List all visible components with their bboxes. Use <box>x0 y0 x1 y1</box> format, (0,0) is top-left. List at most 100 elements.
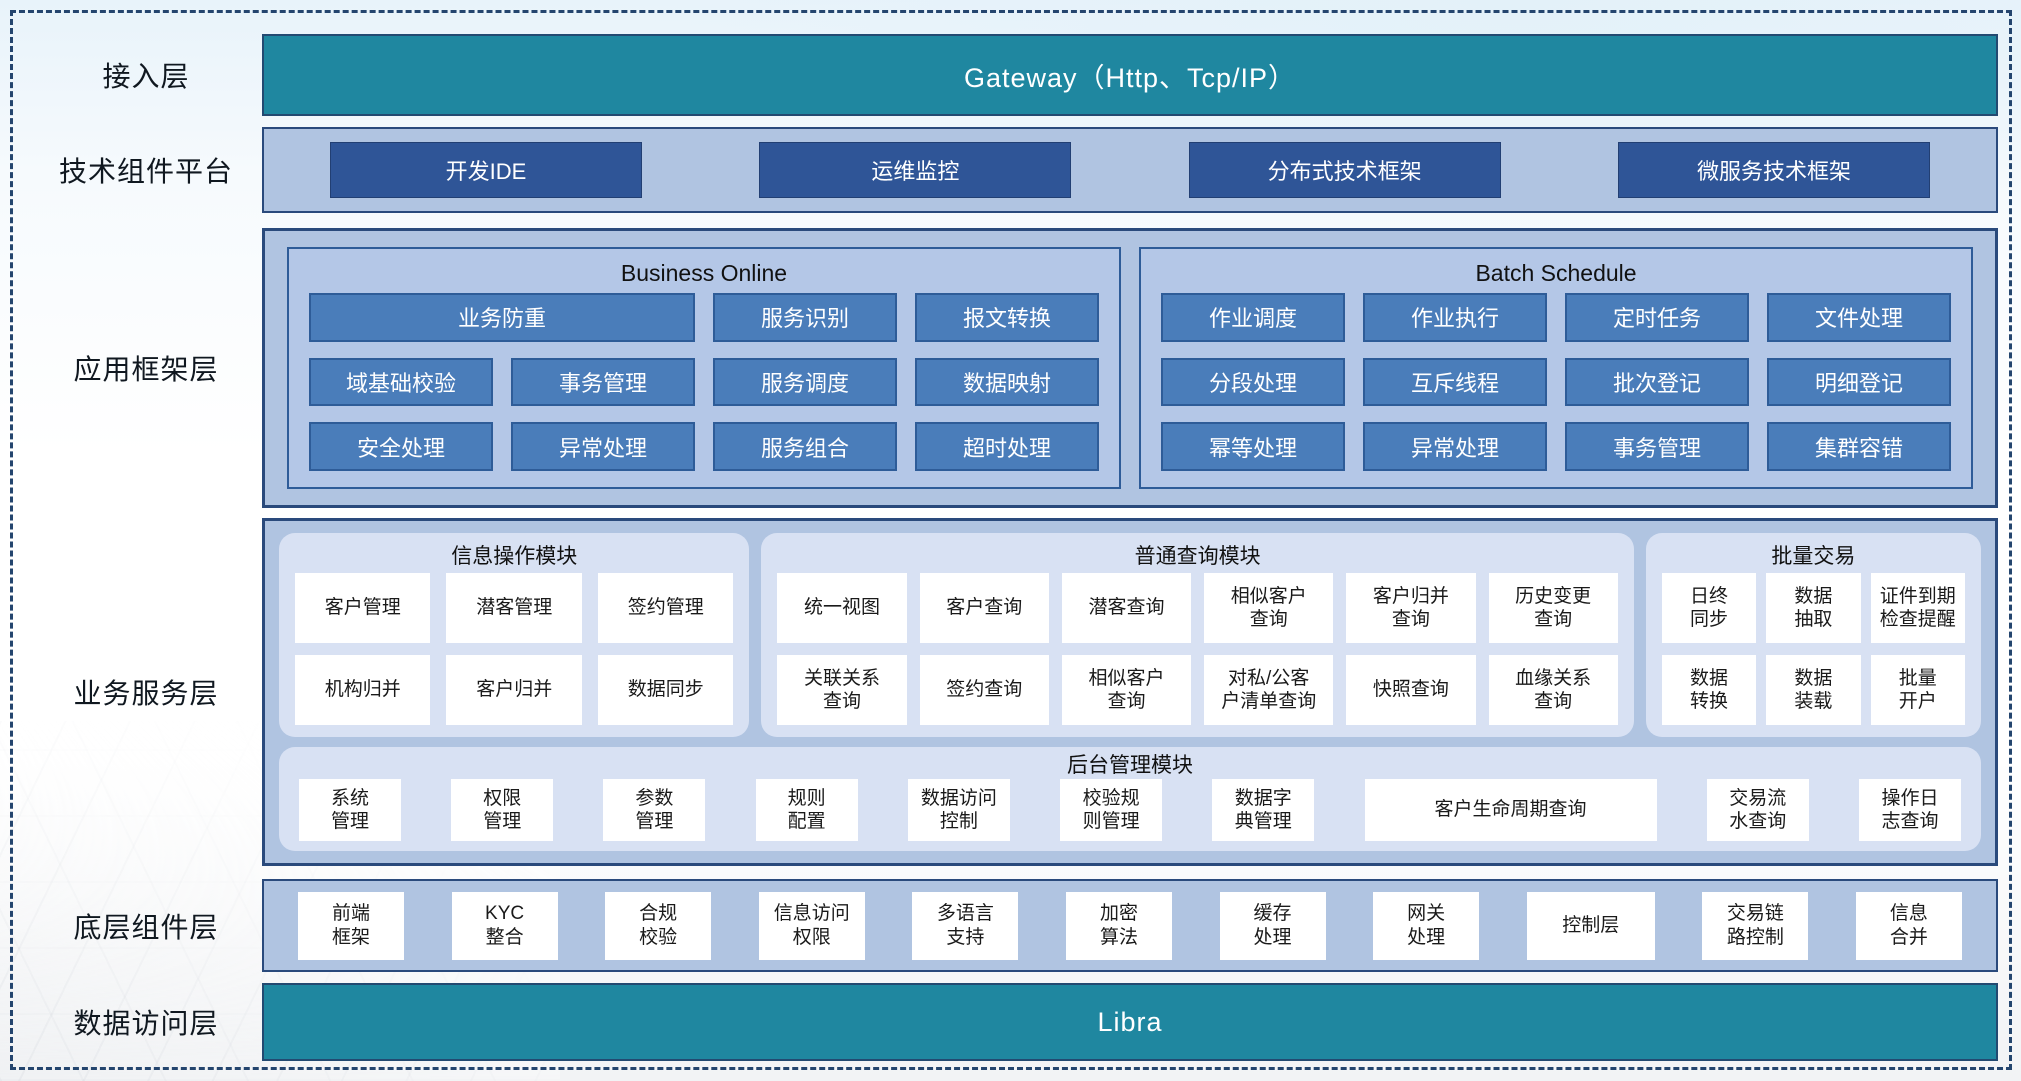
service-chip: 潜客管理 <box>446 573 582 643</box>
fw-chip: 事务管理 <box>511 357 695 407</box>
tech-chip-microservice-framework: 微服务技术框架 <box>1617 142 1930 198</box>
fw-chip: 互斥线程 <box>1363 357 1547 407</box>
fw-chip: 分段处理 <box>1161 357 1345 407</box>
batch-schedule-title: Batch Schedule <box>1475 259 1637 286</box>
fw-chip: 报文转换 <box>915 293 1099 342</box>
fw-chip: 批次登记 <box>1565 357 1749 407</box>
fw-chip: 明细登记 <box>1767 357 1951 407</box>
fw-chip: 超时处理 <box>915 422 1099 471</box>
service-chip: 操作日 志查询 <box>1858 779 1961 841</box>
business-online-title: Business Online <box>620 259 788 286</box>
component-chip: 网关 处理 <box>1373 891 1480 960</box>
fw-chip: 服务组合 <box>713 422 897 471</box>
service-chip: 客户归并 <box>446 655 582 725</box>
fw-chip: 集群容错 <box>1767 422 1951 471</box>
batch-trade-title: 批量交易 <box>1771 545 1856 568</box>
component-chip: KYC 整合 <box>451 891 558 960</box>
component-chip: 缓存 处理 <box>1219 891 1326 960</box>
tech-chip-ops-monitor: 运维监控 <box>759 142 1072 198</box>
fw-chip: 业务防重 <box>309 293 695 342</box>
tech-chip-distributed-framework: 分布式技术框架 <box>1188 142 1501 198</box>
data-access-band: 数据访问层 Libra <box>12 983 1998 1061</box>
gateway-label: Gateway（Http、Tcp/IP） <box>963 62 1297 93</box>
base-components-container: 前端 框架 KYC 整合 合规 校验 信息访问 权限 多语言 支持 加密 算法 … <box>262 879 1998 972</box>
fw-chip: 服务调度 <box>713 357 897 407</box>
admin-module-panel: 后台管理模块 系统 管理 权限 管理 参数 管理 规则 配置 数据访问 控制 校… <box>279 747 1981 851</box>
fw-chip: 定时任务 <box>1565 293 1749 342</box>
service-chip: 客户归并 查询 <box>1346 573 1476 643</box>
batch-trade-panel: 批量交易 日终 同步 数据 抽取 证件到期 检查提醒 数据 转换 数据 装载 批… <box>1645 533 1981 737</box>
service-chip: 数据访问 控制 <box>907 779 1010 841</box>
app-framework-label: 应用框架层 <box>73 354 219 385</box>
access-layer-label: 接入层 <box>102 61 190 92</box>
service-chip: 客户生命周期查询 <box>1364 779 1657 841</box>
service-chip: 客户查询 <box>919 573 1049 643</box>
service-chip: 系统 管理 <box>299 779 401 841</box>
app-framework-band: 应用框架层 Business Online 业务防重 服务识别 报文转换 域基础… <box>12 228 1998 508</box>
common-query-module-panel: 普通查询模块 统一视图 客户查询 潜客查询 相似客户 查询 客户归并 查询 历史… <box>761 533 1634 737</box>
business-services-label: 业务服务层 <box>73 678 219 709</box>
service-chip: 签约查询 <box>919 655 1049 725</box>
fw-chip: 幂等处理 <box>1161 422 1345 471</box>
fw-chip: 文件处理 <box>1767 293 1951 342</box>
component-chip: 多语言 支持 <box>912 891 1019 960</box>
service-chip: 校验规 则管理 <box>1060 779 1163 841</box>
access-layer-band: 接入层 Gateway（Http、Tcp/IP） <box>12 34 1998 116</box>
service-chip: 数据同步 <box>597 655 734 725</box>
service-chip: 权限 管理 <box>451 779 554 841</box>
libra-bar: Libra <box>262 983 1998 1061</box>
component-chip: 交易链 路控制 <box>1702 891 1809 960</box>
business-services-band: 业务服务层 信息操作模块 客户管理 潜客管理 签约管理 机构归并 客户归并 数据… <box>12 518 1998 866</box>
service-chip: 血缘关系 查询 <box>1488 655 1618 725</box>
common-query-module-title: 普通查询模块 <box>1134 545 1261 568</box>
service-chip: 关联关系 查询 <box>777 655 907 725</box>
base-components-band: 底层组件层 前端 框架 KYC 整合 合规 校验 信息访问 权限 多语言 支持 … <box>12 879 1998 972</box>
service-chip: 批量 开户 <box>1870 655 1965 725</box>
service-chip: 签约管理 <box>597 573 734 643</box>
business-services-container: 信息操作模块 客户管理 潜客管理 签约管理 机构归并 客户归并 数据同步 普通查… <box>262 518 1998 866</box>
tech-platform-container: 开发IDE 运维监控 分布式技术框架 微服务技术框架 <box>262 127 1998 213</box>
fw-chip: 事务管理 <box>1565 422 1749 471</box>
service-chip: 数据 装载 <box>1766 655 1861 725</box>
service-chip: 相似客户 查询 <box>1061 655 1192 725</box>
service-chip: 客户管理 <box>295 573 431 643</box>
service-chip: 日终 同步 <box>1661 573 1757 643</box>
info-ops-module-panel: 信息操作模块 客户管理 潜客管理 签约管理 机构归并 客户归并 数据同步 <box>279 533 750 737</box>
info-ops-module-title: 信息操作模块 <box>451 545 578 568</box>
fw-chip: 数据映射 <box>915 357 1099 407</box>
service-chip: 规则 配置 <box>755 779 858 841</box>
fw-chip: 作业调度 <box>1161 293 1345 342</box>
base-components-label: 底层组件层 <box>73 911 219 943</box>
service-chip: 潜客查询 <box>1061 573 1192 643</box>
business-online-panel: Business Online 业务防重 服务识别 报文转换 域基础校验 事务管… <box>287 247 1121 489</box>
component-chip: 信息 合并 <box>1855 891 1962 960</box>
tech-chip-dev-ide: 开发IDE <box>330 142 642 198</box>
fw-chip: 域基础校验 <box>309 357 493 407</box>
service-chip: 证件到期 检查提醒 <box>1870 573 1965 643</box>
component-chip: 前端 框架 <box>298 891 404 960</box>
service-chip: 参数 管理 <box>603 779 706 841</box>
component-chip: 控制层 <box>1526 891 1655 960</box>
service-chip: 统一视图 <box>777 573 907 643</box>
data-access-label: 数据访问层 <box>73 1008 219 1039</box>
component-chip: 信息访问 权限 <box>758 891 865 960</box>
app-framework-container: Business Online 业务防重 服务识别 报文转换 域基础校验 事务管… <box>262 228 1998 508</box>
fw-chip: 异常处理 <box>511 422 695 471</box>
component-chip: 加密 算法 <box>1065 891 1172 960</box>
batch-schedule-panel: Batch Schedule 作业调度 作业执行 定时任务 文件处理 分段处理 … <box>1139 247 1973 489</box>
tech-platform-label: 技术组件平台 <box>58 156 233 187</box>
fw-chip: 服务识别 <box>713 293 897 342</box>
component-chip: 合规 校验 <box>605 891 712 960</box>
admin-module-title: 后台管理模块 <box>1067 754 1193 777</box>
service-chip: 数据字 典管理 <box>1212 779 1315 841</box>
libra-label: Libra <box>1097 1006 1163 1037</box>
service-chip: 数据 转换 <box>1661 655 1757 725</box>
fw-chip: 安全处理 <box>309 422 493 471</box>
service-chip: 快照查询 <box>1346 655 1476 725</box>
gateway-bar: Gateway（Http、Tcp/IP） <box>262 34 1998 116</box>
service-chip: 交易流 水查询 <box>1706 779 1809 841</box>
service-chip: 数据 抽取 <box>1766 573 1861 643</box>
fw-chip: 作业执行 <box>1363 293 1547 342</box>
service-chip: 对私/公客 户清单查询 <box>1204 655 1334 725</box>
service-chip: 历史变更 查询 <box>1488 573 1618 643</box>
